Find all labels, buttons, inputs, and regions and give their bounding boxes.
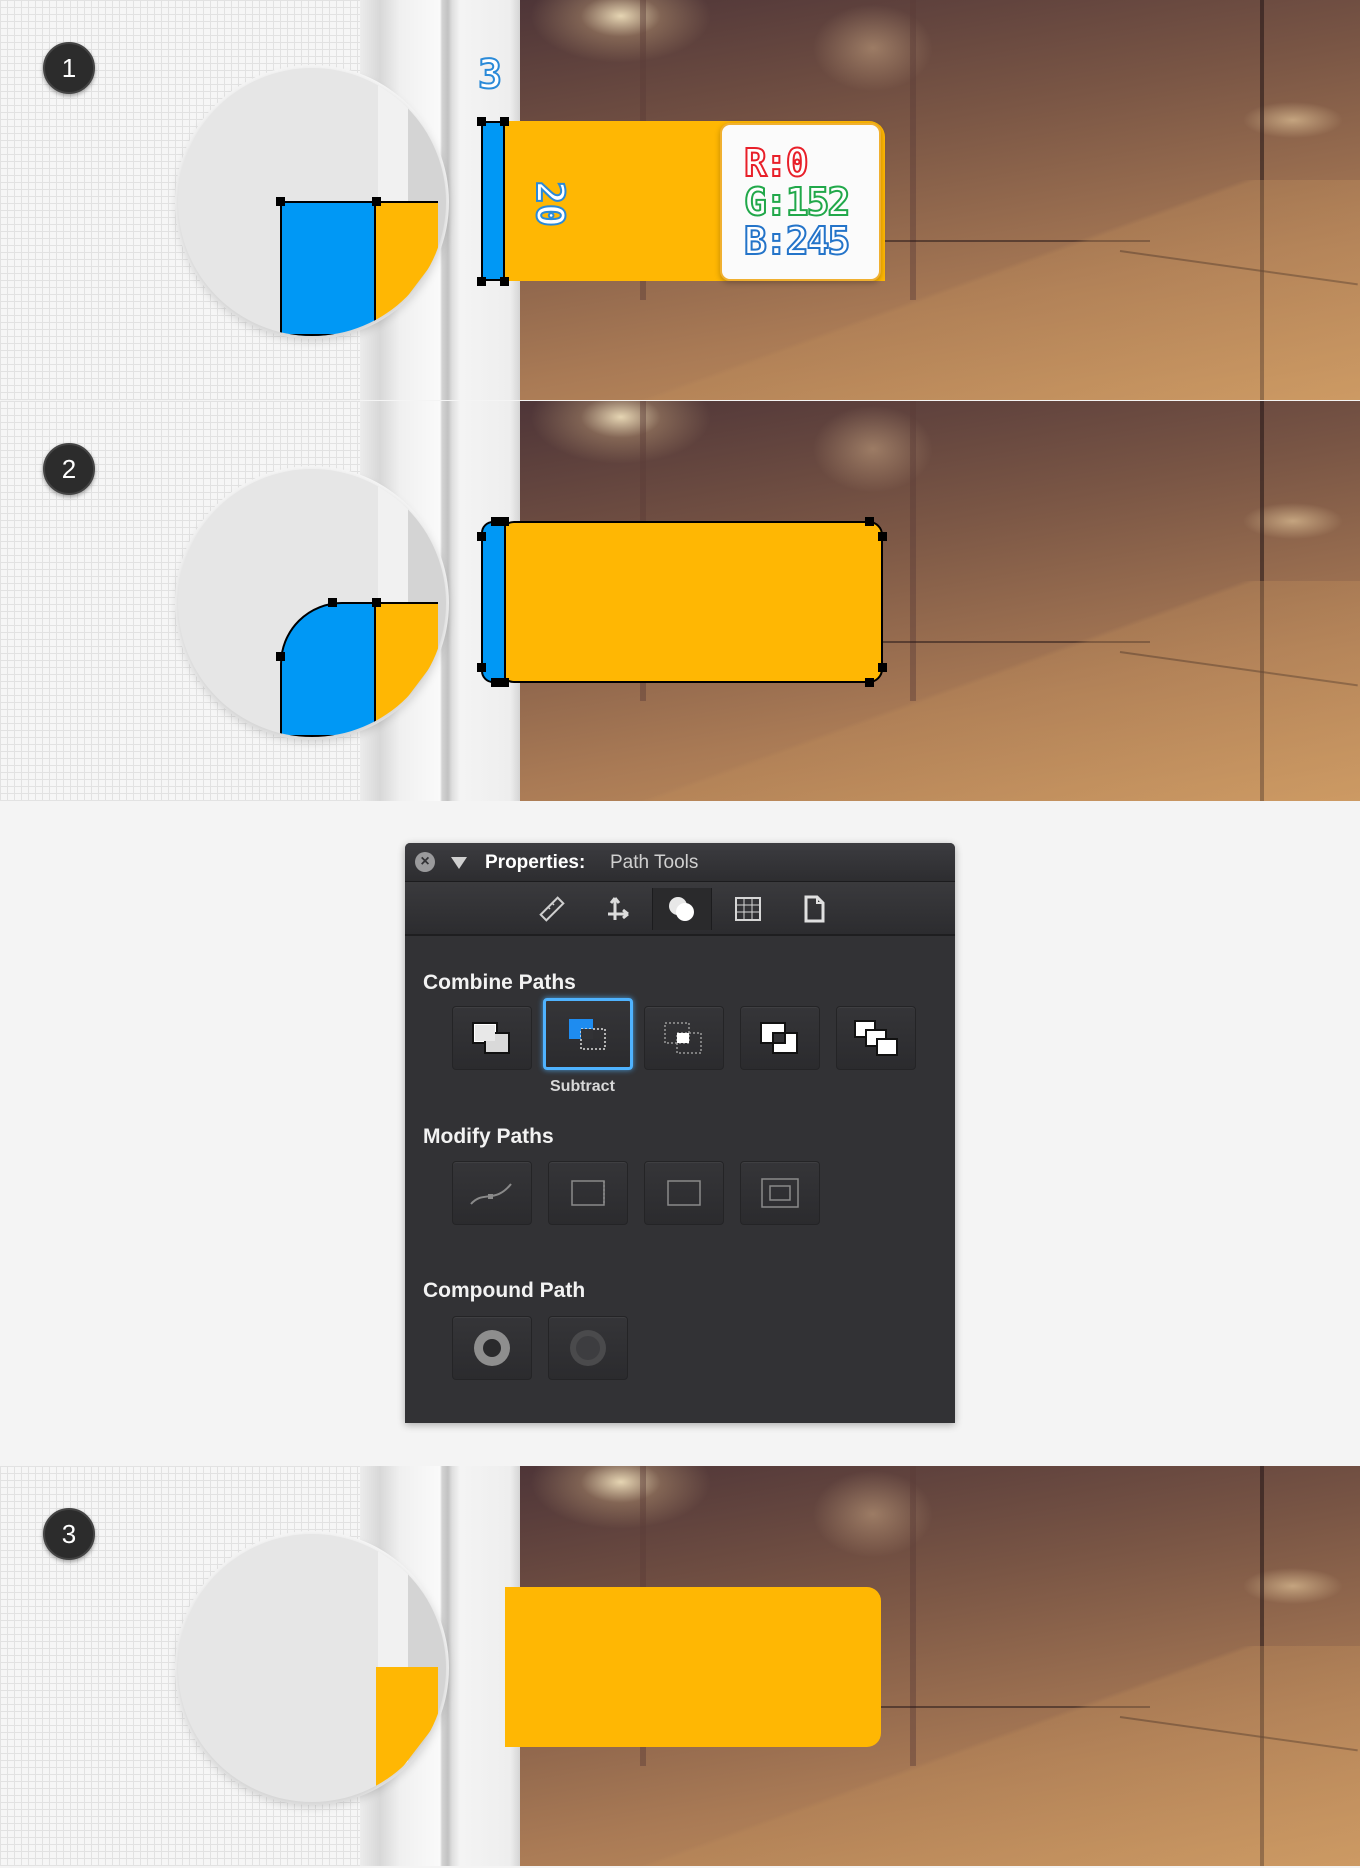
inset-path-button[interactable]	[740, 1161, 820, 1225]
release-compound-button[interactable]	[548, 1316, 628, 1380]
step-1: 1 3 20 R:0 G:152 B:245	[0, 0, 1360, 400]
step-badge: 3	[43, 1508, 95, 1560]
zoomed-blue-rounded	[280, 602, 376, 737]
step-badge: 2	[43, 443, 95, 495]
step-badge: 1	[43, 42, 95, 94]
blue-rounded-rectangle	[481, 521, 506, 683]
exclude-button[interactable]	[740, 1006, 820, 1070]
magnifier-lens	[178, 68, 446, 336]
modify-paths-label: Modify Paths	[423, 1125, 554, 1148]
divide-icon	[854, 1020, 898, 1056]
simplify-path-icon	[571, 1180, 605, 1206]
ruler-icon[interactable]	[523, 888, 581, 930]
combine-paths-label: Combine Paths	[423, 971, 576, 994]
intersect-icon	[664, 1022, 702, 1054]
smooth-path-button[interactable]	[452, 1161, 532, 1225]
magnifier-lens	[178, 1534, 446, 1802]
yellow-rounded-rectangle	[500, 521, 883, 683]
inset-path-icon	[761, 1178, 799, 1208]
yellow-final-shape	[505, 1587, 881, 1747]
make-compound-icon	[474, 1330, 510, 1366]
subtract-button[interactable]	[543, 998, 633, 1070]
panel-title: Properties:	[485, 852, 586, 873]
make-compound-button[interactable]	[452, 1316, 532, 1380]
unite-icon	[472, 1022, 510, 1054]
rectangle-path-icon	[667, 1180, 701, 1206]
rectangle-path-button[interactable]	[644, 1161, 724, 1225]
subtract-caption: Subtract	[550, 1078, 615, 1095]
simplify-path-button[interactable]	[548, 1161, 628, 1225]
release-compound-icon	[570, 1330, 606, 1366]
color-tooltip: R:0 G:152 B:245	[720, 123, 881, 281]
green-value: G:152	[743, 179, 851, 225]
subtract-icon	[569, 1019, 606, 1050]
properties-panel: × Properties: Path Tools Combine Paths S…	[405, 843, 955, 1423]
document-icon[interactable]	[785, 888, 843, 930]
height-label: 20	[527, 180, 573, 228]
transform-icon[interactable]	[588, 888, 646, 930]
step-2: 2	[0, 401, 1360, 801]
compound-path-label: Compound Path	[423, 1279, 586, 1302]
step-3: 3	[0, 1466, 1360, 1866]
path-tools-icon[interactable]	[652, 888, 712, 930]
collapse-triangle-icon[interactable]	[451, 857, 467, 869]
smooth-path-icon	[470, 1183, 512, 1205]
blue-rectangle	[481, 121, 505, 281]
close-icon[interactable]: ×	[415, 852, 435, 872]
background-photo	[520, 1466, 1360, 1866]
panel-tabs	[405, 882, 955, 936]
panel-subtitle: Path Tools	[610, 852, 699, 873]
grid-icon[interactable]	[719, 888, 777, 930]
intersect-button[interactable]	[644, 1006, 724, 1070]
zoomed-blue-rect	[280, 201, 376, 336]
magnifier-lens	[178, 469, 446, 737]
divide-button[interactable]	[836, 1006, 916, 1070]
exclude-icon	[760, 1022, 798, 1054]
panel-title-bar: × Properties: Path Tools	[405, 843, 955, 882]
unite-button[interactable]	[452, 1006, 532, 1070]
width-label: 3	[477, 51, 503, 99]
red-value: R:0	[743, 140, 810, 186]
blue-value: B:245	[743, 218, 851, 264]
